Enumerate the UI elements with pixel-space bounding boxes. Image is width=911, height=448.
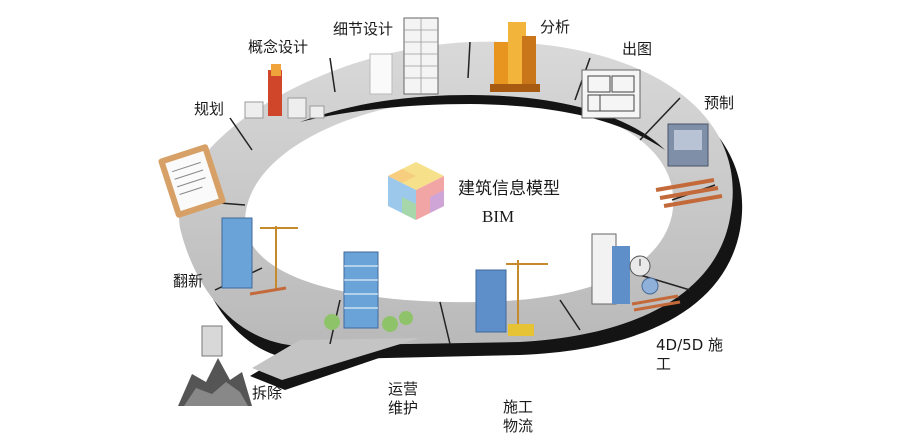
renovation-building-icon xyxy=(221,217,298,296)
stage-label-drawings: 出图 xyxy=(622,40,653,58)
stage-label-logistics: 施工 物流 xyxy=(503,398,534,435)
demolition-rubble-icon xyxy=(178,325,252,406)
clipboard-icon xyxy=(158,144,226,218)
ring-visualization-label: VISUALIZATION xyxy=(425,107,502,117)
bim-cube-logo-icon xyxy=(388,162,444,220)
analysis-tower-icon xyxy=(490,22,540,92)
stage-label-demolition: 拆除 xyxy=(252,384,283,402)
center-title: 建筑信息模型 xyxy=(458,179,560,199)
ring-tail-top xyxy=(252,338,420,380)
ring-inner-lip xyxy=(300,95,665,150)
floor-plan-icon xyxy=(581,69,641,119)
detail-tower-icon xyxy=(369,17,439,95)
concept-model-icon xyxy=(244,64,325,119)
prefab-machine-icon xyxy=(655,123,723,208)
stage-label-4d5d-construction: 4D/5D 施 工 xyxy=(656,336,724,373)
stage-label-analysis: 分析 xyxy=(540,18,571,36)
stage-label-renovation: 翻新 xyxy=(173,272,204,290)
stage-label-prefab: 预制 xyxy=(704,94,735,112)
logistics-crane-icon xyxy=(475,260,548,336)
stage-label-operation: 运营 维护 xyxy=(388,380,419,417)
stage-label-concept-design: 概念设计 xyxy=(248,38,309,56)
construction-scheduling-icon xyxy=(591,233,681,312)
stage-label-planning: 规划 xyxy=(194,100,225,118)
stage-label-detail-design: 细节设计 xyxy=(333,20,394,38)
center-subtitle: BIM xyxy=(482,207,515,226)
operation-building-icon xyxy=(324,251,413,332)
ring-hole xyxy=(245,97,674,303)
